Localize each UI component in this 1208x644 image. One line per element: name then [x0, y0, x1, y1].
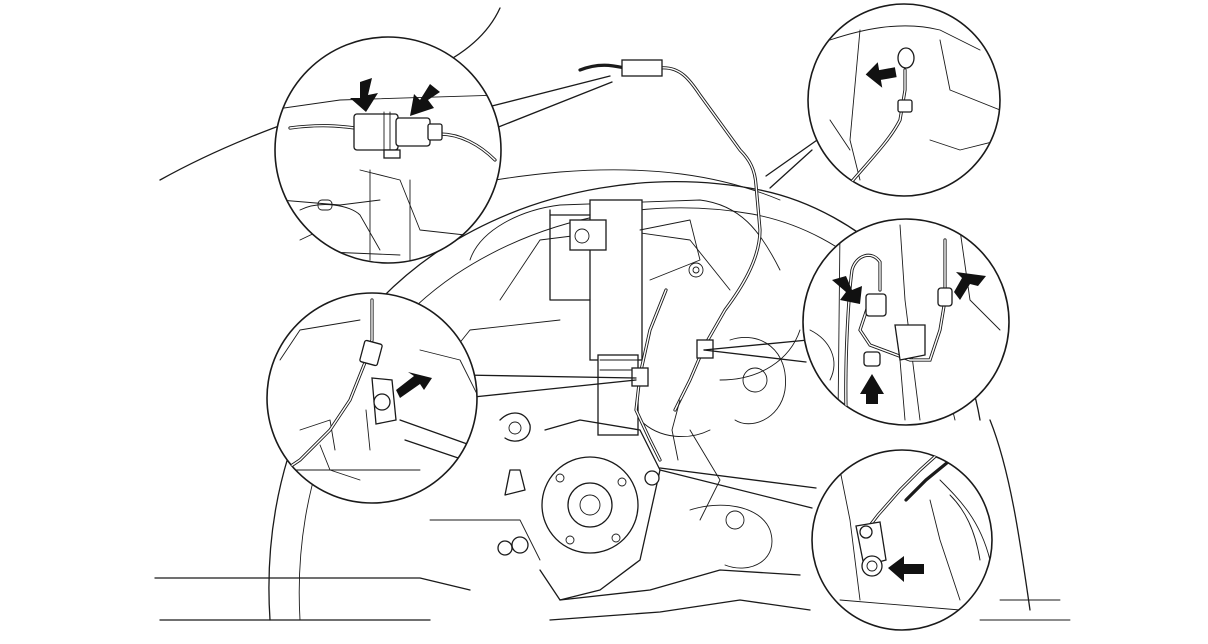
callout-bracket-detail-right: [802, 218, 1010, 426]
callout-bolt-detail-lower-right: [811, 449, 993, 631]
arrow-icon: [860, 374, 884, 404]
strut-assembly: [549, 199, 701, 436]
arrow-icon: [396, 372, 432, 398]
callout-connector-detail: [274, 36, 502, 264]
callout-clamp-detail-left: [266, 292, 478, 504]
speed-sensor-harness: [578, 59, 762, 486]
callout-clamp-detail-upper-right: [807, 3, 1001, 197]
leader-lines: [461, 75, 821, 509]
connector-body: [353, 113, 399, 151]
harness-connector-small: [621, 59, 663, 77]
arrow-icon: [350, 78, 378, 112]
wheel-hub: [497, 412, 661, 601]
lower-arm: [154, 504, 1071, 621]
arrow-icon: [865, 62, 897, 88]
arrow-icon: [954, 272, 986, 300]
sensor-bolt-main: [644, 470, 660, 486]
arrow-icon: [832, 276, 862, 304]
arrow-icon: [888, 556, 924, 582]
arrow-icon: [410, 84, 440, 116]
main-view: [154, 7, 1071, 621]
